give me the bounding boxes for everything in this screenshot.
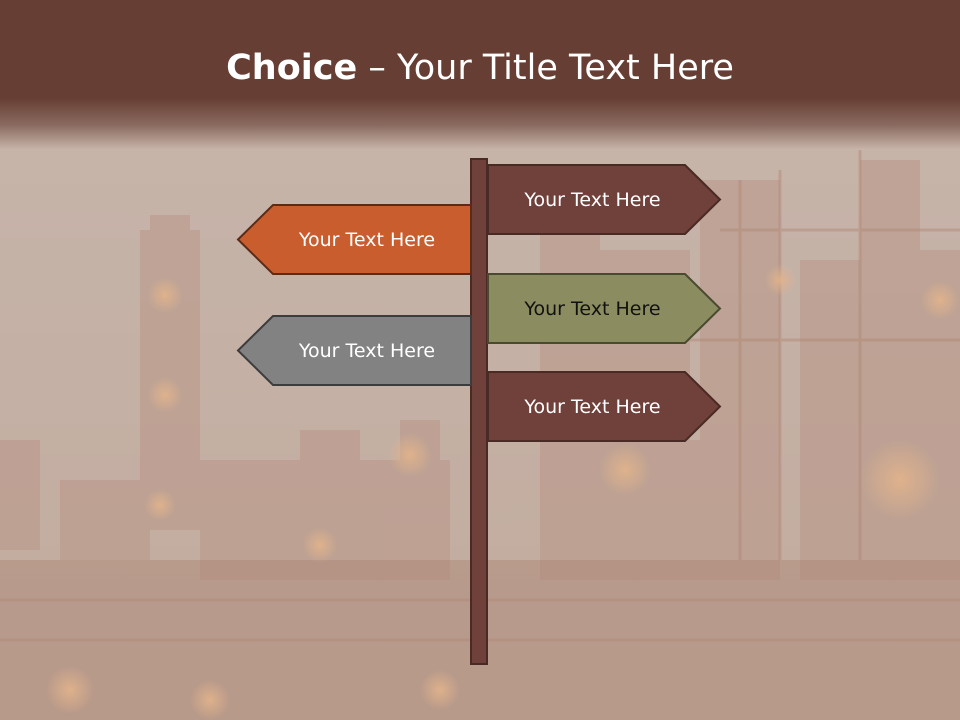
arrow-right-shape — [487, 164, 722, 235]
sign-right-middle-label: Your Text Here — [524, 297, 661, 320]
sign-left-bottom[interactable]: Your Text Here — [236, 315, 472, 386]
sign-right-top-label: Your Text Here — [524, 188, 661, 211]
sign-left-top-label: Your Text Here — [298, 228, 436, 251]
arrow-right-shape — [487, 273, 722, 344]
arrow-right-shape — [487, 371, 722, 442]
title-bar — [0, 0, 960, 150]
sign-left-top[interactable]: Your Text Here — [236, 204, 472, 275]
title-bold: Choice — [226, 48, 358, 88]
title-dash: – — [357, 48, 397, 88]
sign-right-middle[interactable]: Your Text Here — [487, 273, 722, 344]
arrow-left-shape — [236, 315, 472, 386]
title-rest: Your Title Text Here — [397, 48, 734, 88]
sign-left-bottom-label: Your Text Here — [298, 339, 436, 362]
sign-right-top[interactable]: Your Text Here — [487, 164, 722, 235]
signpost-pole — [470, 158, 488, 665]
arrow-left-shape — [236, 204, 472, 275]
sign-right-bottom-label: Your Text Here — [524, 395, 661, 418]
sign-right-bottom[interactable]: Your Text Here — [487, 371, 722, 442]
slide-title: Choice – Your Title Text Here — [0, 48, 960, 88]
